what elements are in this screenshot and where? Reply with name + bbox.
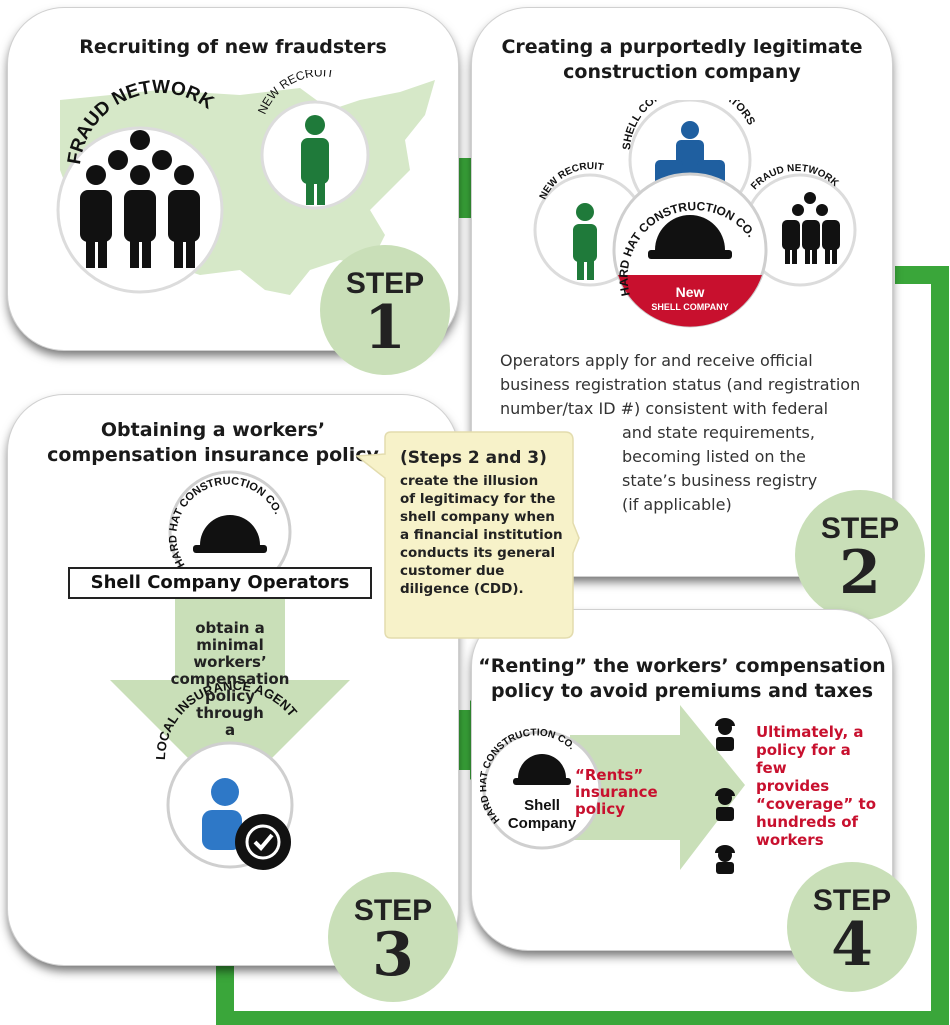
callout-line: of legitimacy for the xyxy=(400,491,556,507)
new-recruit-icon xyxy=(573,203,597,280)
shell-text-line1: Shell xyxy=(524,797,560,814)
step3-title-line1: Obtaining a workers’ xyxy=(100,419,326,441)
result-line: Ultimately, a xyxy=(756,723,864,741)
result-line: workers xyxy=(756,831,824,849)
arrow-line: policy xyxy=(205,687,255,705)
step2-badge: STEP 2 xyxy=(795,490,925,620)
arrow-text-block: obtain a minimal workers’ compensation p… xyxy=(140,620,320,739)
hard-hat-icon xyxy=(648,215,732,259)
step2-body-line5: becoming listed on the xyxy=(622,447,806,466)
step3-word: STEP xyxy=(353,894,433,927)
fraud-network-people-icon xyxy=(80,130,200,268)
rents-line: insurance xyxy=(575,783,658,801)
step1-word: STEP xyxy=(345,267,425,300)
callout-bubble xyxy=(355,431,580,639)
hard-hat-icon xyxy=(513,754,571,785)
worker-icon xyxy=(715,845,735,874)
step2-illustration: SHELL COMPANY OPERATORS NEW RECRUIT FRAU… xyxy=(533,100,857,328)
callout-heading: (Steps 2 and 3) xyxy=(400,448,547,468)
step1-title: Recruiting of new fraudsters xyxy=(79,36,387,58)
step3-badge: STEP 3 xyxy=(328,872,458,1002)
callout-line: a financial institution xyxy=(400,527,563,543)
step2-word: STEP xyxy=(820,512,900,545)
new-badge-band xyxy=(618,275,762,327)
step4-badge: STEP 4 xyxy=(787,862,917,992)
arrow-line: compensation xyxy=(170,670,290,688)
step4-number: 4 xyxy=(831,910,873,980)
arrow-line: obtain a xyxy=(195,619,265,637)
step4-illustration: HARD HAT CONSTRUCTION CO. Shell Company xyxy=(480,705,745,874)
worker-icons xyxy=(715,718,735,874)
step1-illustration: FRAUD NETWORK NEW RECRUIT xyxy=(56,70,435,295)
step2-body-line7: (if applicable) xyxy=(622,495,732,514)
result-line: provides xyxy=(756,777,830,795)
callout-line: shell company when xyxy=(400,509,555,525)
step2-body-line2: business registration status (and regist… xyxy=(500,375,861,394)
new-recruit-person-icon xyxy=(301,115,329,205)
result-line: policy for a few xyxy=(756,741,851,777)
worker-icon xyxy=(715,788,735,821)
verified-badge-icon xyxy=(235,814,291,870)
result-text: Ultimately, a policy for a few provides … xyxy=(756,723,886,849)
worker-icon xyxy=(715,718,735,751)
step2-number: 2 xyxy=(839,538,881,608)
result-line: “coverage” to xyxy=(756,795,876,813)
step4-title-line2: policy to avoid premiums and taxes xyxy=(490,680,873,702)
rents-line: policy xyxy=(575,800,625,818)
step3-number: 3 xyxy=(372,920,414,990)
loop-arrow xyxy=(216,266,949,1025)
step2-title-line1: Creating a purportedly legitimate xyxy=(501,36,863,58)
arrow-line: minimal xyxy=(196,636,264,654)
step4-title-line1: “Renting” the workers’ compensation xyxy=(478,655,886,677)
step1-badge: STEP 1 xyxy=(320,245,450,375)
step4-word: STEP xyxy=(812,884,892,917)
rents-arrow xyxy=(570,705,745,870)
hard-hat-icon xyxy=(193,515,267,553)
step2-title-line2: construction company xyxy=(563,61,801,83)
step2-body-line3: number/tax ID #) consistent with federal xyxy=(500,399,829,418)
insurance-agent-icon xyxy=(202,778,242,850)
arrow-line: workers’ xyxy=(193,653,267,671)
callout-line: customer due xyxy=(400,563,505,579)
callout-line: conducts its general xyxy=(400,545,556,561)
step2-body-line6: state’s business registry xyxy=(622,471,818,490)
step3-title-line2: compensation insurance policy xyxy=(47,444,379,466)
operators-label-text: Shell Company Operators xyxy=(90,572,350,593)
badge-shell-company-text: SHELL COMPANY xyxy=(651,302,728,312)
rents-line: “Rents” xyxy=(575,766,644,784)
shell-text-line2: Company xyxy=(508,815,577,832)
callout-line: diligence (CDD). xyxy=(400,581,524,597)
obtain-policy-arrow xyxy=(110,595,350,800)
callout-line: create the illusion xyxy=(400,473,539,489)
step1-number: 1 xyxy=(364,293,406,363)
arrow-line: through xyxy=(196,704,264,722)
rents-text: “Rents” insurance policy xyxy=(575,767,685,818)
result-line: hundreds of xyxy=(756,813,859,831)
operators-label-box xyxy=(68,567,372,599)
step2-body-line4: and state requirements, xyxy=(622,423,815,442)
arrow-line: a xyxy=(224,721,236,739)
badge-new-text: New xyxy=(676,284,705,300)
fraud-network-icon xyxy=(782,192,840,264)
step2-body-line1: Operators apply for and receive official xyxy=(500,351,813,370)
step3-illustration: HARD HAT CONSTRUCTION CO. LOCAL INSURANC… xyxy=(110,470,350,870)
